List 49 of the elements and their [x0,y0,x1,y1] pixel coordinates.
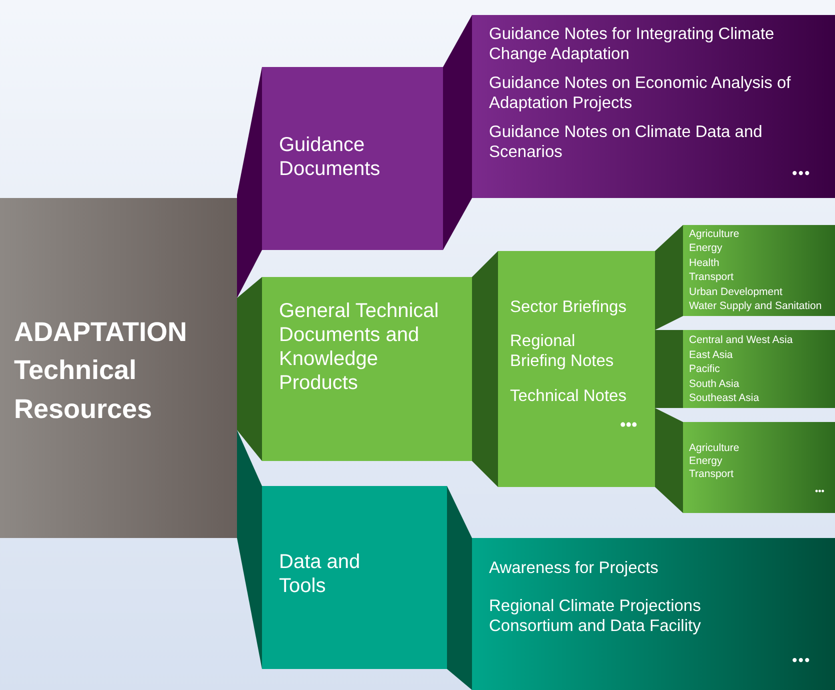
list-item: Agriculture [689,442,740,454]
category-box [683,330,835,408]
list-item: Southeast Asia [689,392,760,404]
list-item: Transport [689,468,735,480]
list-item: Pacific [689,363,721,376]
connector-flap [237,67,262,298]
category-box [683,225,835,316]
connector-flap [655,408,683,513]
box-title: ADAPTATION Technical Resources [14,316,188,426]
more-dots: ••• [815,486,826,496]
list-item: Awareness for Projects [489,559,660,579]
connector-flap [447,486,472,690]
list-item: Sector Briefings [510,298,628,318]
list-item: East Asia [689,348,734,361]
category-box [262,486,447,669]
list-item: Transport [689,271,735,284]
connector-flap [237,430,262,669]
category-box [472,538,835,690]
box-title: Data and Tools [279,550,362,598]
category-box [262,277,472,461]
list-item: Technical Notes [510,387,628,407]
list-item: Water Supply and Sanitation [689,300,823,312]
list-item: Central and West Asia [689,334,794,346]
list-item: South Asia [689,378,740,390]
category-box [262,67,443,250]
list-item: Guidance Notes for Integrating Climate Change Adaptation [489,25,776,65]
category-box [472,15,835,198]
box-title: Guidance Documents [279,133,382,181]
list-item: Guidance Notes on Climate Data and Scenarios [489,123,764,163]
category-box [683,422,835,513]
list-item: Agriculture [689,228,740,240]
list-item: Energy [689,455,724,468]
connector-flap [655,330,683,408]
list-item: Regional Climate Projections Consortium and Data Facility [489,597,702,637]
list-item: Energy [689,242,724,254]
more-dots: ••• [620,416,638,436]
list-item: Guidance Notes on Economic Analysis of Adaptation Projects [489,74,792,114]
more-dots: ••• [792,165,812,183]
category-box [498,251,655,487]
connector-flap [237,277,262,461]
list-item: Regional Briefing Notes [510,332,615,372]
connector-flap [443,15,472,250]
connector-flap [655,225,683,330]
list-item: Urban Development [689,286,784,298]
connector-flap [472,251,498,487]
more-dots: ••• [792,652,812,670]
box-title: General Technical Documents and Knowledge Products [279,299,440,395]
category-box [0,198,237,538]
list-item: Health [689,256,720,269]
